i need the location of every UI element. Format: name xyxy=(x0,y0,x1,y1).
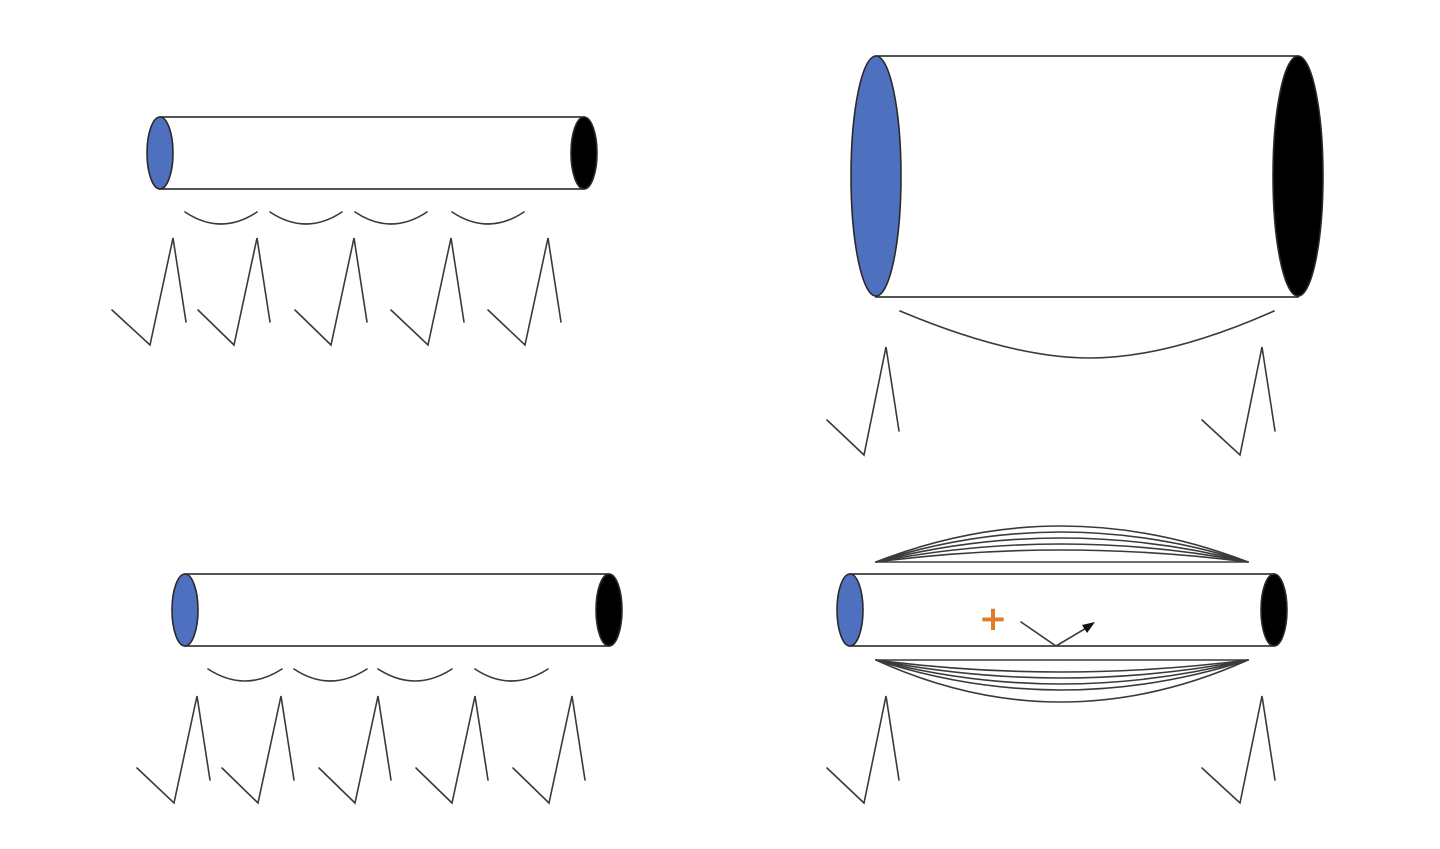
panel-bottom-right: + xyxy=(826,525,1288,805)
axon-end-cap xyxy=(595,573,623,647)
myelin-sheath-top xyxy=(875,525,1249,563)
action-potential-spike xyxy=(197,237,271,347)
saltatory-arcs xyxy=(207,668,549,682)
action-potential-spike xyxy=(221,695,295,805)
axon-end-cap xyxy=(570,116,598,190)
arrow-icon xyxy=(1020,621,1095,647)
action-potential-pair xyxy=(826,346,1276,457)
action-potential-spike xyxy=(415,695,489,805)
axon-end-cap xyxy=(1272,55,1324,297)
axon-thin-top-left xyxy=(146,116,598,190)
action-potential-spike xyxy=(318,695,392,805)
action-potential-spike xyxy=(826,346,900,457)
action-potential-spike xyxy=(1201,695,1276,805)
plus-symbol: + xyxy=(979,599,1008,639)
panel-bottom-left xyxy=(136,573,623,805)
action-potential-spike xyxy=(512,695,586,805)
panel-top-left xyxy=(111,116,598,347)
long-conduction-arc xyxy=(899,310,1275,359)
action-potential-spike xyxy=(487,237,562,347)
action-potential-train xyxy=(136,695,586,805)
action-potential-spike xyxy=(826,695,900,805)
action-potential-spike xyxy=(1201,346,1276,457)
axon-myelinated xyxy=(836,573,1288,647)
axon-start-cap xyxy=(146,116,174,190)
axon-start-cap xyxy=(171,573,199,647)
action-potential-pair xyxy=(826,695,1276,805)
action-potential-spike xyxy=(390,237,465,347)
myelin-sheath-bottom xyxy=(875,659,1249,703)
axon-end-cap xyxy=(1260,573,1288,647)
saltatory-arcs xyxy=(184,211,525,225)
axon-start-cap xyxy=(836,573,864,647)
action-potential-train xyxy=(111,237,562,347)
action-potential-spike xyxy=(136,695,211,805)
axon-thin-bottom-left xyxy=(171,573,623,647)
action-potential-spike xyxy=(111,237,187,347)
axon-start-cap xyxy=(850,55,902,297)
action-potential-spike xyxy=(294,237,368,347)
panel-top-right xyxy=(826,55,1324,457)
axon-wide xyxy=(850,55,1324,298)
